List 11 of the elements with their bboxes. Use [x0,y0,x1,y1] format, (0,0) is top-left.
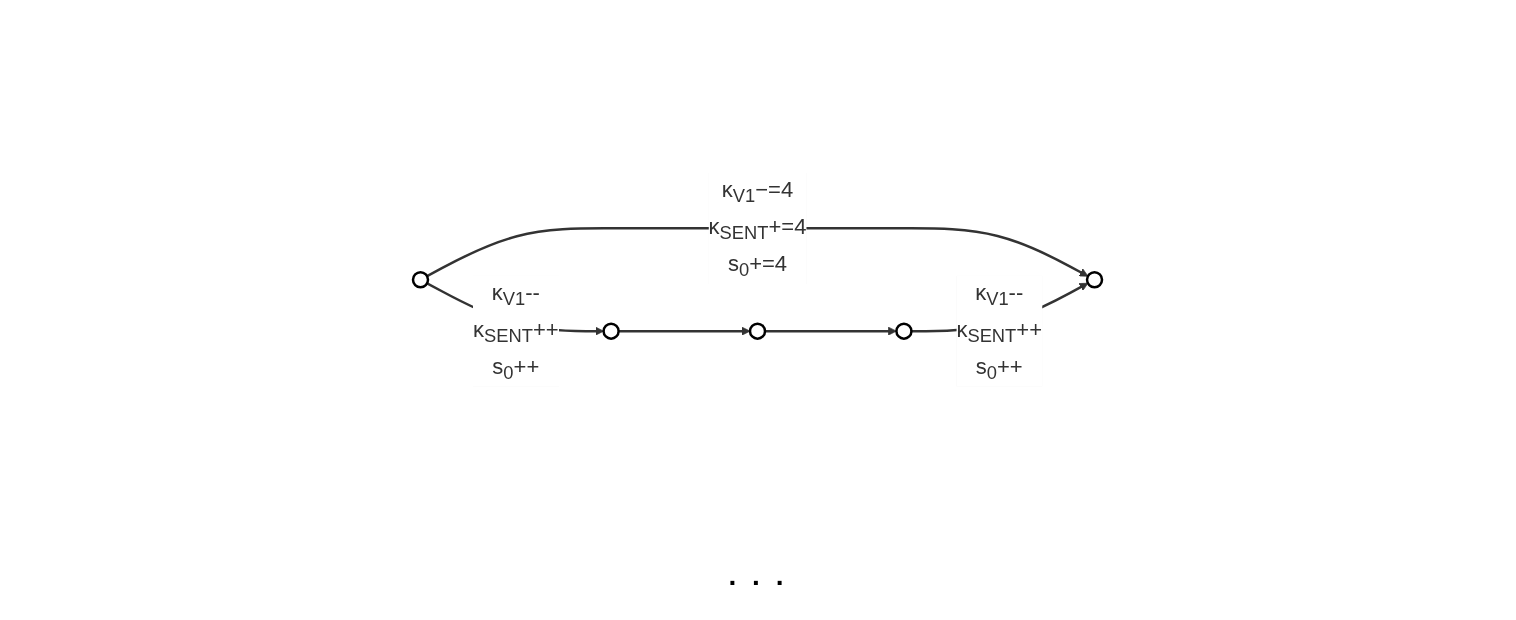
node-circle [749,322,767,341]
arrow [619,327,751,336]
node-circle [895,322,914,341]
node-circle [602,322,621,341]
edge-label: κ$_{V1}$−=4 κ$_{SENT}$+=4 s$_{0}$+=4 [709,177,807,281]
ellipsis-text: . . . [728,560,788,591]
arrow [765,327,898,336]
node-circle [1086,271,1104,289]
node-circle [412,271,430,289]
edge-label: κ$_{V1}$-- κ$_{SENT}$++ s$_{0}$++ [956,280,1043,384]
edge-label: κ$_{V1}$-- κ$_{SENT}$++ s$_{0}$++ [473,280,560,384]
